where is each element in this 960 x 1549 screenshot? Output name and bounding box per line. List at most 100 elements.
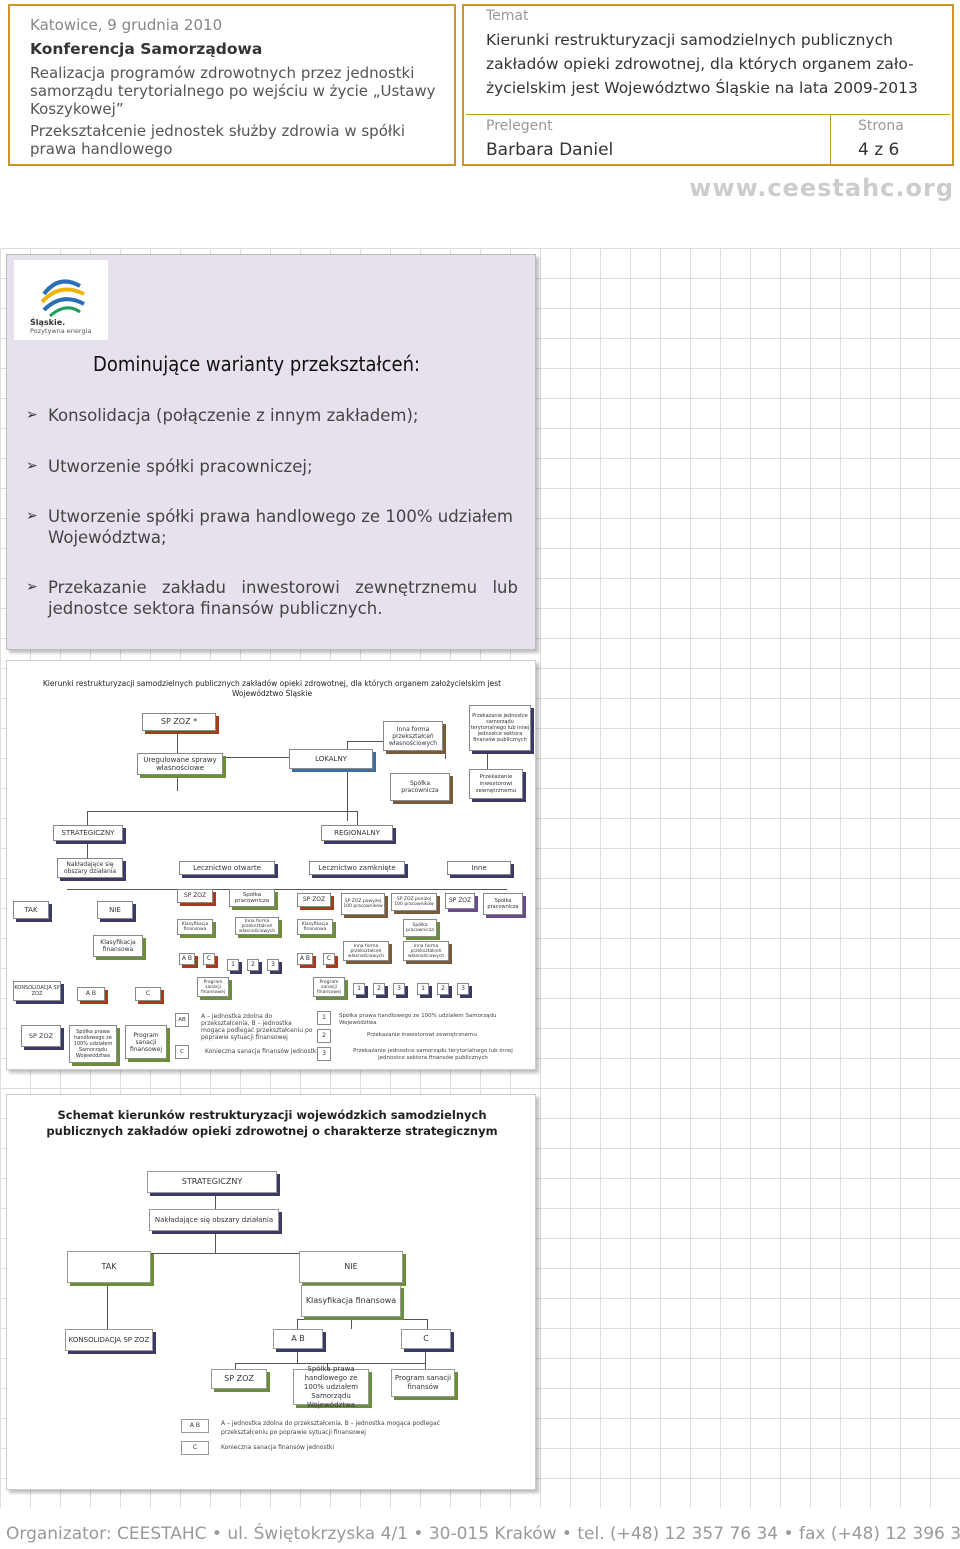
num-1-box: 1 (227, 959, 239, 971)
diagram-title: Kierunki restrukturyzacji samodzielnych … (42, 679, 502, 698)
num-1-box: 1 (353, 983, 365, 995)
arrow-bullet-icon: ➢ (26, 579, 38, 595)
inna-forma-box: Inna forma przekształceń własnościowych (383, 721, 443, 751)
page-number: 4 z 6 (858, 140, 900, 160)
legend-1-text: Spółka prawa handlowego ze 100% udziałem… (339, 1013, 497, 1026)
legend-3-key: 3 (317, 1047, 331, 1061)
regionalny-box: REGIONALNY (321, 825, 393, 841)
legend-c-text: Konieczna sanacja finansów jednostki (221, 1444, 335, 1451)
inna-forma-zamk2-box: Inna forma przekształceń własnościowych (403, 941, 449, 961)
przekazanie-jst-box: Przekazanie jednostce samorządu terytori… (469, 705, 531, 751)
spolka-pracownicza-small-box: Spółka pracownicza (229, 889, 275, 907)
sp-zoz-inne-box: SP ZOZ (445, 893, 475, 909)
date-line: Katowice, 9 grudnia 2010 (30, 16, 223, 34)
speaker-label: Prelegent (486, 118, 553, 134)
legend-c-key: C (181, 1441, 209, 1455)
legend-2-text: Przekazanie inwestorowi zewnętrznemu (367, 1032, 477, 1038)
legend-ab-text: A – jednostka zdolna do przekształcenia,… (221, 1420, 440, 1436)
konsolidacja-box: KONSOLIDACJA SP ZOZ (65, 1329, 153, 1351)
num-2-box: 2 (373, 983, 385, 995)
num-2-box: 2 (247, 959, 259, 971)
num-2-box: 2 (437, 983, 449, 995)
strategic-diagram: Schemat kierunków restrukturyzacji wojew… (6, 1094, 536, 1490)
spolka-prawa-box: Spółka prawa handlowego ze 100% udziałem… (293, 1365, 369, 1409)
num-3-box: 3 (267, 959, 279, 971)
slaskie-logo: Śląskie. Pozytywna energia (14, 260, 108, 340)
legend-ab-key: AB (175, 1013, 189, 1027)
bullet-item: ➢Przekazanie zakładu inwestorowi zewnętr… (26, 578, 518, 618)
conference-title: Konferencja Samorządowa (30, 40, 263, 58)
topic-text: Kierunki restrukturyzacji samodzielnych … (486, 31, 918, 97)
arrow-bullet-icon: ➢ (26, 458, 38, 474)
lokalny-box: LOKALNY (289, 749, 373, 769)
przekazanie-inwestorowi-box: Przekazanie inwestorowi zewnętrznemu (469, 769, 523, 799)
website-link[interactable]: www.ceestahc.org (689, 174, 954, 202)
page-label: Strona (858, 118, 904, 134)
ab-box: A B (77, 987, 105, 1001)
tak-box: TAK (67, 1251, 151, 1283)
header-vdivider (830, 114, 831, 166)
strategiczny-box: STRATEGICZNY (53, 825, 123, 841)
spolka-pracownicza-box: Spółka pracownicza (390, 773, 450, 801)
ab-small-box: A B (179, 953, 195, 965)
inna-forma-small-box: Inna forma przekształceń własnościowych (235, 917, 279, 935)
bullet-item: ➢Utworzenie spółki prawa handlowego ze 1… (26, 507, 513, 547)
spolka-prawa-box: Spółka prawa handlowego ze 100% udziałem… (69, 1025, 117, 1063)
header-right-panel: Temat Kierunki restrukturyzacji samodzie… (462, 4, 954, 166)
nakladajace-box: Nakładające się obszary działania (57, 858, 123, 878)
footer-contact: Organizator: CEESTAHC • ul. Świętokrzysk… (6, 1524, 960, 1544)
slide-title: Dominujące warianty przekształceń: (93, 352, 421, 376)
program-sanacji-box: Program sanacji finansów (391, 1369, 455, 1397)
strategiczny-box: STRATEGICZNY (147, 1171, 277, 1193)
klasyfikacja-small-box: Klasyfikacja finansowa (177, 919, 213, 935)
program-sanacji-box: Program sanacji finansowej (125, 1025, 167, 1059)
program-sanacji-small-box: Program sanacji finansowej (197, 977, 229, 997)
logo-subtext: Pozytywna energia (30, 327, 92, 335)
num-3-box: 3 (457, 983, 469, 995)
program-sanacji-zamk-box: Program sanacji finansowej (313, 977, 345, 997)
klasyfikacja-box: Klasyfikacja finansowa (93, 935, 143, 957)
nakladajace-box: Nakładające się obszary działania (149, 1209, 279, 1231)
header-left-panel: Katowice, 9 grudnia 2010 Konferencja Sam… (8, 4, 456, 166)
legend-2-key: 2 (317, 1029, 331, 1043)
tak-box: TAK (13, 901, 49, 919)
legend-c-key: C (175, 1045, 189, 1059)
lecznictwo-zamkniete-box: Lecznictwo zamknięte (309, 861, 405, 875)
arrow-bullet-icon: ➢ (26, 508, 38, 524)
c-zamk-box: C (323, 953, 335, 965)
sp-zoz-result-box: SP ZOZ (21, 1025, 61, 1047)
bullet-item: ➢Utworzenie spółki pracowniczej; (26, 457, 313, 476)
legend-ab-text: A – jednostka zdolna do przekształcenia,… (201, 1013, 313, 1041)
sp-zoz-powyzej-box: SP ZOZ powyżej 100 pracowników (341, 893, 385, 915)
subject-line: Przekształcenie jednostek służby zdrowia… (30, 122, 405, 158)
bullet-item: ➢Konsolidacja (połączenie z innym zakład… (26, 406, 419, 425)
num-1-box: 1 (417, 983, 429, 995)
inne-box: Inne (447, 861, 511, 875)
legend-c-text: Konieczna sanacja finansów jednostki (205, 1048, 319, 1055)
logo-text: Śląskie. (30, 318, 66, 327)
lecznictwo-otwarte-box: Lecznictwo otwarte (179, 861, 275, 875)
konsolidacja-box: KONSOLIDACJA SP ZOZ (13, 981, 61, 1001)
sp-zoz-ponizej-box: SP ZOZ poniżej 100 pracowników (391, 893, 437, 911)
program-line: Realizacja programów zdrowotnych przez j… (30, 64, 436, 118)
nie-box: NIE (97, 901, 133, 919)
logo-waves-icon (40, 279, 85, 318)
sp-zoz-box: SP ZOZ * (142, 713, 216, 731)
header-divider (466, 114, 950, 115)
nie-box: NIE (299, 1251, 403, 1283)
ab-box: A B (273, 1329, 323, 1349)
spolka-pracownicza-inne-box: Spółka pracownicza (483, 893, 523, 915)
restructuring-diagram: Kierunki restrukturyzacji samodzielnych … (6, 660, 536, 1070)
arrow-bullet-icon: ➢ (26, 407, 38, 423)
legend-1-key: 1 (317, 1011, 331, 1025)
spolka-pracownicza-zamk-box: Spółka pracownicza (403, 919, 437, 937)
klasyfikacja-box: Klasyfikacja finansowa (301, 1285, 401, 1317)
num-3-box: 3 (393, 983, 405, 995)
legend-3-text: Przekazanie jednostce samorządu terytori… (353, 1048, 513, 1061)
legend-ab-key: A B (181, 1419, 209, 1433)
sp-zoz-box: SP ZOZ (211, 1369, 267, 1389)
sp-zoz-zamk-box: SP ZOZ (297, 893, 331, 907)
inna-forma-zamk-box: Inna forma przekształceń własnościowych (343, 941, 389, 961)
sp-zoz-small-box: SP ZOZ (177, 889, 213, 903)
klasyfikacja-zamk-box: Klasyfikacja finansowa (297, 919, 333, 935)
